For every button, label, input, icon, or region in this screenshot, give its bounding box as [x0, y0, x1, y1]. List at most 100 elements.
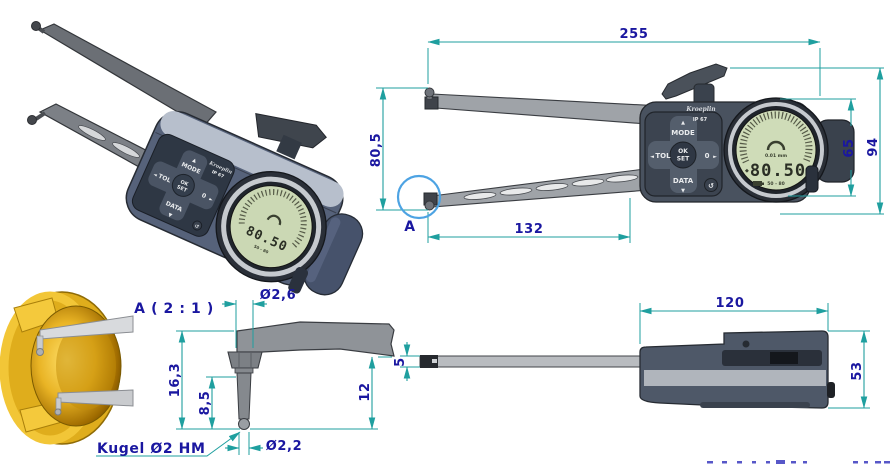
front-lcd-arc-icon — [766, 140, 786, 151]
detail-ball-tip — [238, 418, 250, 430]
top-knob — [827, 382, 835, 398]
front-reset-icon: ↺ — [708, 182, 714, 190]
dim-pin-height: 8,5 — [198, 376, 236, 430]
dim-ball-dia-label: Ø2,2 — [266, 439, 302, 454]
front-arrow-right-icon: ► — [713, 154, 717, 160]
dim-total-height: 16,3 — [168, 330, 240, 430]
front-lever — [661, 63, 728, 100]
dim-overall-length: 255 — [427, 27, 821, 96]
dim-neck-dia-label: Ø2,6 — [260, 288, 296, 303]
iso-lcd — [229, 185, 313, 269]
top-view: 120 5 53 — [393, 296, 870, 409]
iso-lower-ball — [27, 115, 37, 125]
dim-overall-length-label: 255 — [620, 27, 649, 42]
iso-display-range: 50 - 80 — [253, 244, 269, 255]
front-display: 0.01 mm ◆ 80.50 50 - 80 — [723, 97, 829, 203]
iso-set-label: SET — [176, 184, 189, 194]
iso-arrow-down-icon: ▼ — [167, 212, 173, 219]
detail-marker-a: A — [396, 174, 442, 235]
iso-ok-label: OK — [179, 179, 190, 188]
dim-arm-length-label: 132 — [515, 222, 544, 237]
iso-display: 80.50 50 - 80 — [215, 171, 327, 283]
iso-lcd-scale-ticks — [238, 189, 307, 249]
detail-marker-label: A — [404, 219, 415, 235]
clipped-footer-marks — [707, 460, 890, 464]
front-ip-rating: IP 67 — [693, 117, 708, 123]
iso-arrow-right-icon: ► — [208, 197, 214, 203]
dim-ball-dia: Ø2,2 — [225, 432, 302, 455]
workpiece-upper-probe — [36, 315, 134, 356]
top-arm-tip — [420, 355, 438, 368]
front-clip — [805, 165, 819, 193]
front-display-value: 80.50 — [750, 161, 806, 181]
iso-arrow-up-icon: ▲ — [191, 157, 197, 164]
iso-body: ▲ MODE ◄ TOL OK SET 0 ► DATA ▼ ↺ Kroepli… — [125, 111, 364, 296]
top-body — [639, 330, 829, 409]
ball-note: Kugel Ø2 HM — [96, 431, 241, 457]
dim-body-width-label: 53 — [850, 361, 865, 380]
detail-nut — [227, 351, 263, 369]
detail-view-title: A ( 2 : 1 ) — [134, 301, 214, 317]
detail-part — [227, 321, 395, 430]
detail-pin — [236, 372, 252, 420]
front-arrow-left-icon: ◄ — [650, 154, 654, 160]
iso-view-3d: ▲ MODE ◄ TOL OK SET 0 ► DATA ▼ ↺ Kroepli… — [27, 21, 364, 296]
front-arrow-up-icon: ▲ — [681, 120, 685, 126]
front-set-label: SET — [677, 156, 690, 163]
dim-body-height-label: 94 — [866, 137, 881, 156]
ball-note-label: Kugel Ø2 HM — [97, 441, 206, 457]
top-device — [419, 330, 835, 409]
front-lower-ball — [424, 200, 435, 211]
workpiece-3d — [0, 291, 134, 445]
detail-circle — [396, 174, 442, 220]
front-tol-button: TOL — [655, 152, 671, 160]
front-battery-icon — [753, 181, 764, 186]
detail-view-a: A ( 2 : 1 ) Ø2,6 16,3 — [96, 288, 395, 457]
front-lcd — [735, 109, 817, 191]
iso-lever — [255, 113, 327, 149]
dim-body-length-label: 120 — [716, 296, 745, 311]
front-lcd-diamond-icon: ◆ — [745, 168, 749, 174]
front-mode-button: MODE — [671, 129, 695, 137]
front-display-range: 50 - 80 — [767, 181, 785, 187]
iso-upper-ball — [31, 21, 41, 31]
dim-body-width: 53 — [828, 330, 870, 409]
workpiece-lower-probe — [54, 389, 134, 416]
dim-body-height: 94 — [730, 67, 884, 215]
dim-total-height-label: 16,3 — [168, 363, 183, 397]
iso-ip-rating: IP 67 — [211, 169, 225, 180]
front-device: ▲ MODE ◄ TOL OK SET 0 ► DATA ▼ ↺ Kroepli… — [423, 63, 855, 211]
dim-measuring-span-label: 80,5 — [369, 133, 384, 167]
dim-arm-thickness: 5 — [393, 342, 420, 381]
front-ok-label: OK — [678, 148, 688, 155]
front-reset-button — [704, 178, 718, 192]
iso-arrow-left-icon: ◄ — [152, 172, 158, 178]
front-arrow-down-icon: ▼ — [681, 188, 685, 194]
dim-side-height-label: 12 — [358, 382, 373, 401]
front-button-pad: ▲ MODE ◄ TOL OK SET 0 ► DATA ▼ ↺ — [644, 111, 723, 197]
front-data-button: DATA — [673, 177, 694, 185]
iso-lcd-arc-icon — [266, 214, 282, 226]
dim-measuring-span: 80,5 — [369, 87, 428, 211]
dim-arm-thickness-label: 5 — [393, 357, 408, 367]
iso-clip — [288, 267, 309, 294]
dim-side-height: 12 — [250, 356, 392, 430]
iso-reset-icon: ↺ — [193, 223, 199, 230]
front-view: ▲ MODE ◄ TOL OK SET 0 ► DATA ▼ ↺ Kroepli… — [369, 27, 884, 243]
front-display-resolution: 0.01 mm — [765, 153, 787, 159]
front-zero-button: 0 — [705, 152, 710, 160]
front-lcd-scale-ticks — [739, 111, 813, 164]
iso-button-pad: ▲ MODE ◄ TOL OK SET 0 ► DATA ▼ ↺ — [131, 133, 235, 237]
iso-reset-button — [192, 220, 203, 231]
dim-arm-length: 132 — [427, 198, 631, 243]
front-upper-ball — [424, 87, 435, 98]
iso-zero-button: 0 — [200, 192, 207, 200]
iso-tol-button: TOL — [157, 173, 172, 185]
iso-upper-arm — [31, 21, 217, 128]
dim-pin-height-label: 8,5 — [198, 391, 213, 416]
dim-body-length: 120 — [639, 296, 829, 344]
front-brand-label: Kroeplin — [685, 106, 715, 113]
dim-display-dia-label: 65 — [842, 138, 857, 157]
